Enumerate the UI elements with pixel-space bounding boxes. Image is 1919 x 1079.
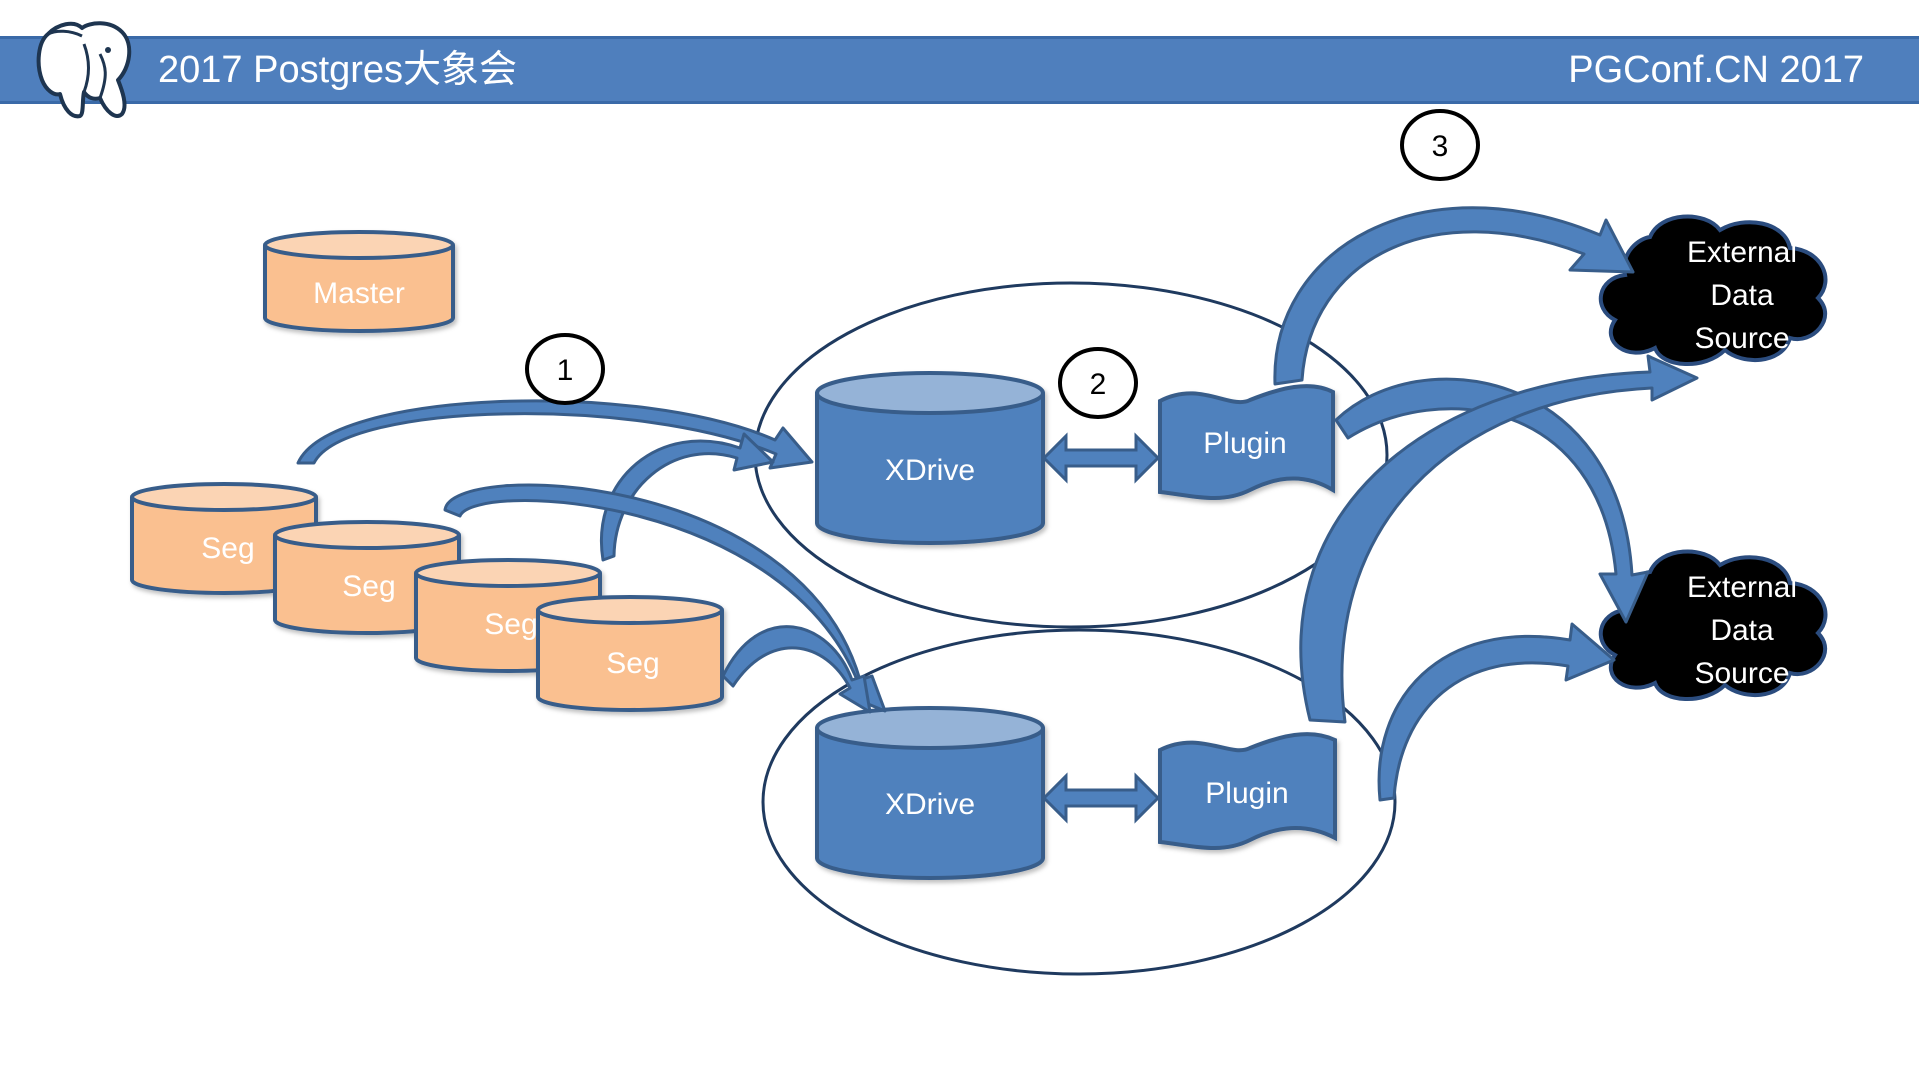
seg-label: Seg <box>201 532 254 565</box>
xdrive-label: XDrive <box>885 454 975 487</box>
seg-node <box>536 595 724 712</box>
step-number: 2 <box>1090 368 1107 401</box>
plugin-node <box>1158 732 1337 851</box>
seg-label: Seg <box>484 608 537 641</box>
elephant-logo-icon <box>36 21 132 119</box>
external-source-label: External <box>1687 236 1797 269</box>
header-title: 2017 Postgres大象会 <box>158 49 518 91</box>
step-marker <box>525 333 605 405</box>
step-marker <box>1400 109 1480 181</box>
data-flow-arrow <box>443 483 887 713</box>
xdrive-node <box>815 706 1045 880</box>
external-source-label: Source <box>1694 322 1789 355</box>
bidirectional-arrow <box>1041 432 1161 484</box>
external-source-label: External <box>1687 571 1797 604</box>
cloud-icon <box>1598 549 1828 701</box>
seg-label: Seg <box>342 570 395 603</box>
plugin-node <box>1158 384 1335 501</box>
cloud-icon <box>1598 214 1828 366</box>
master-label: Master <box>313 277 405 310</box>
xdrive-label: XDrive <box>885 788 975 821</box>
seg-node <box>130 482 318 595</box>
master-node <box>263 230 455 333</box>
bidirectional-arrow <box>1041 772 1161 824</box>
external-source-label: Data <box>1710 614 1774 647</box>
header-conference: PGConf.CN 2017 <box>1568 49 1864 91</box>
data-flow-arrow <box>1377 622 1616 802</box>
plugin-label: Plugin <box>1203 427 1286 460</box>
plugin-label: Plugin <box>1205 777 1288 810</box>
xdrive-group-outline <box>761 628 1397 976</box>
data-flow-arrow <box>721 625 872 714</box>
step-number: 3 <box>1432 130 1449 163</box>
header-bar: 2017 Postgres大象会 PGConf.CN 2017 <box>0 36 1919 104</box>
data-flow-arrow <box>1334 377 1650 624</box>
data-flow-arrow <box>1299 354 1699 724</box>
step-marker <box>1058 347 1138 419</box>
data-flow-arrow <box>1273 206 1635 386</box>
seg-label: Seg <box>606 647 659 680</box>
external-source-label: Source <box>1694 657 1789 690</box>
xdrive-node <box>815 371 1045 545</box>
data-flow-arrow <box>296 399 814 470</box>
external-source-label: Data <box>1710 279 1774 312</box>
step-number: 1 <box>557 354 574 387</box>
